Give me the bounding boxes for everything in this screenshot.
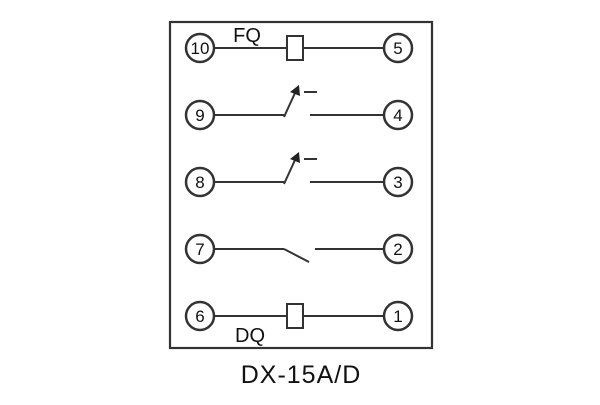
terminal-number-4: 4 — [393, 106, 402, 125]
row-contact-9-4: 9 4 — [184, 85, 414, 131]
terminal-number-5: 5 — [393, 39, 402, 58]
fq-label: FQ — [233, 25, 261, 47]
terminal-number-8: 8 — [195, 173, 204, 192]
row-dq-coil: 6 DQ 1 — [184, 300, 414, 347]
terminal-circle-3 — [382, 166, 414, 198]
contact-blade — [283, 92, 296, 118]
row-contact-7-2: 7 2 — [184, 233, 414, 265]
contact-blade — [283, 159, 296, 185]
relay-case-outline — [168, 20, 434, 350]
row-contact-8-3: 8 3 — [184, 152, 414, 198]
terminal-circle-4 — [382, 99, 414, 131]
row-fq-coil: 10 FQ 5 — [184, 25, 414, 64]
terminal-number-2: 2 — [393, 240, 402, 259]
terminal-circle-5 — [382, 32, 414, 64]
dq-label: DQ — [235, 325, 265, 347]
open-contact-blade — [283, 248, 310, 263]
terminal-number-10: 10 — [191, 39, 210, 58]
terminal-number-3: 3 — [393, 173, 402, 192]
diagram-caption: DX-15A/D — [241, 361, 362, 389]
terminal-number-7: 7 — [195, 240, 204, 259]
terminal-number-9: 9 — [195, 106, 204, 125]
contact-arrow-icon — [290, 85, 300, 96]
terminal-circle-1 — [382, 300, 414, 332]
contact-arrow-icon — [290, 152, 300, 163]
terminal-circle-2 — [382, 233, 414, 265]
terminal-number-6: 6 — [195, 307, 204, 326]
coil-symbol-dq — [286, 303, 304, 329]
terminal-number-1: 1 — [393, 307, 402, 326]
coil-symbol-fq — [286, 35, 304, 61]
